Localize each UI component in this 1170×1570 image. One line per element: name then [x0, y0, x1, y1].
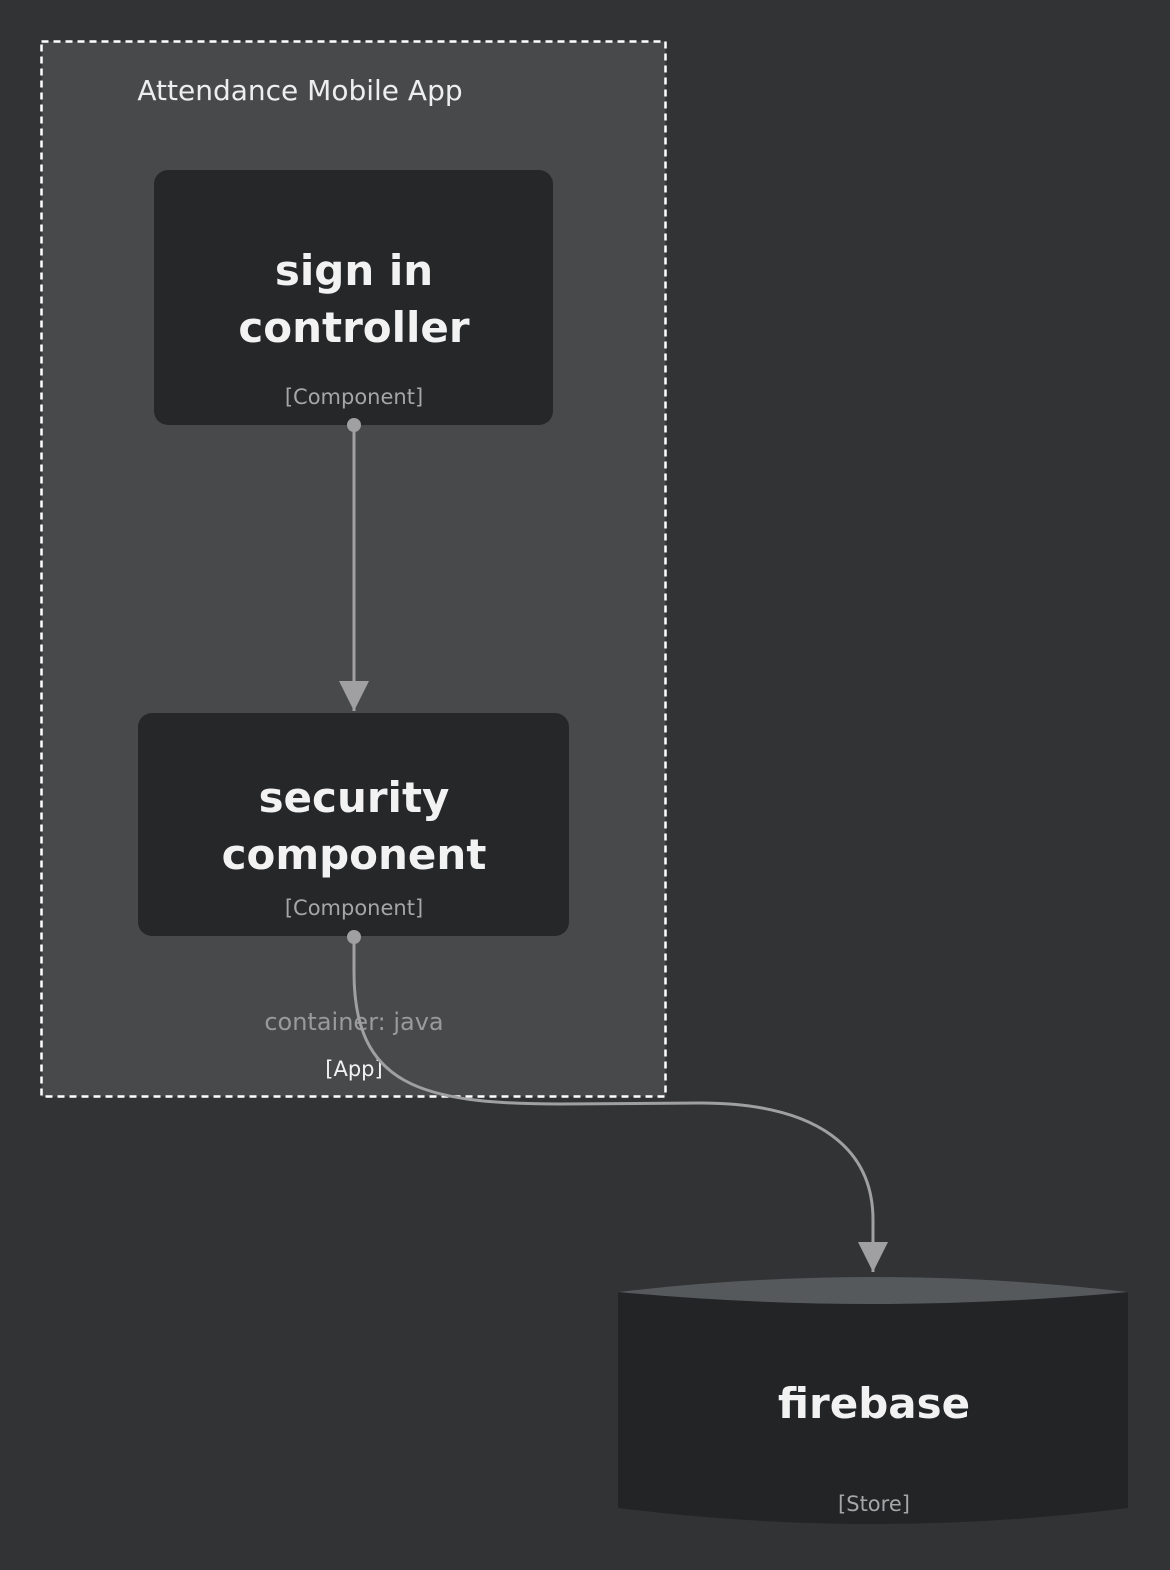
node-title-line2: controller — [238, 303, 470, 352]
boundary-subtitle: container: java — [264, 1008, 443, 1036]
node-title-line1: sign in — [275, 246, 433, 295]
node-type: [Store] — [838, 1492, 910, 1516]
node-box — [138, 713, 569, 936]
node-security-component[interactable]: security component [Component] — [138, 713, 569, 936]
node-type: [Component] — [285, 385, 423, 409]
edge-sign-in-to-security[interactable] — [339, 418, 369, 711]
node-type: [Component] — [285, 896, 423, 920]
boundary-title: Attendance Mobile App — [137, 74, 462, 107]
store-top — [618, 1277, 1128, 1304]
edge-security-to-firebase[interactable] — [347, 930, 888, 1272]
node-firebase-store[interactable]: firebase [Store] — [618, 1277, 1128, 1524]
node-title-line2: component — [222, 830, 487, 879]
boundary-type: [App] — [325, 1057, 382, 1081]
edge-line — [352, 937, 888, 1272]
node-title: firebase — [778, 1379, 970, 1428]
node-title-line1: security — [259, 773, 450, 822]
node-box — [154, 170, 553, 425]
node-sign-in-controller[interactable]: sign in controller [Component] — [154, 170, 553, 425]
store-body — [618, 1277, 1128, 1524]
